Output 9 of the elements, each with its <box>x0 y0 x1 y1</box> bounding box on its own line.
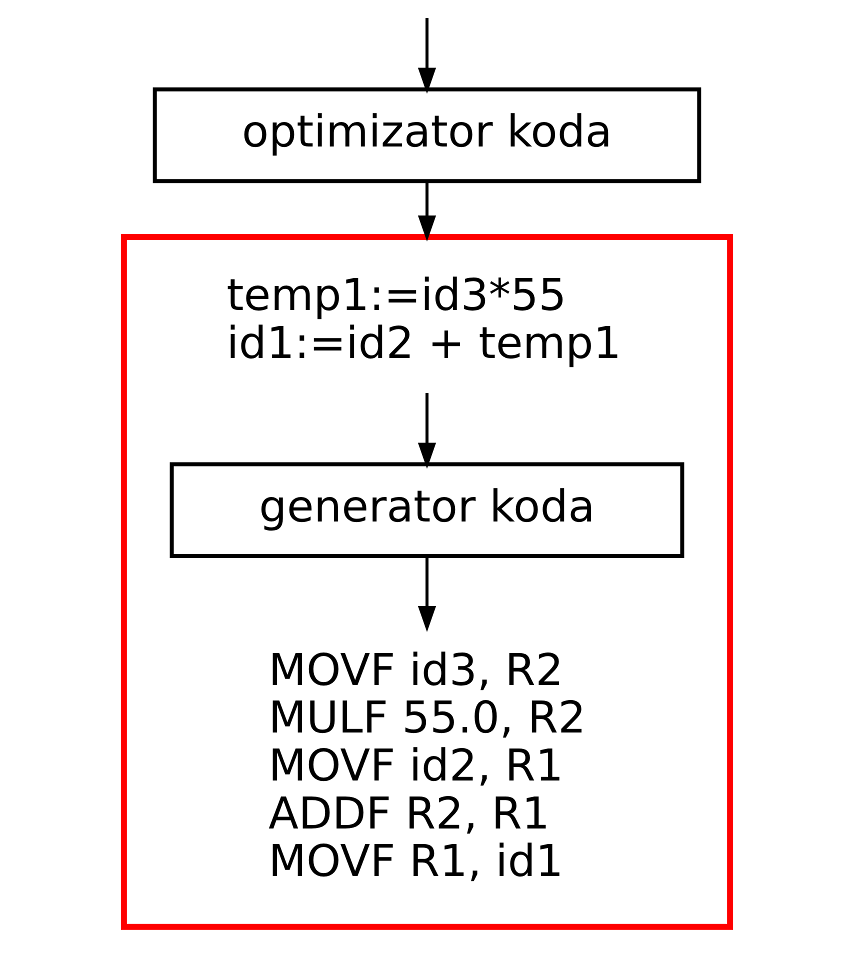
arrow <box>417 182 436 242</box>
cluster <box>120 234 733 930</box>
node-box: optimizator koda <box>152 87 701 184</box>
node-text: MOVF id3, R2 MULF 55.0, R2 MOVF id2, R1 ADDF R2, R1 MOVF R1, id1 <box>268 644 586 888</box>
arrow <box>417 393 436 469</box>
node-text: temp1:=id3*55 id1:=id2 + temp1 <box>226 270 621 369</box>
arrow <box>417 556 436 632</box>
arrow <box>417 18 436 94</box>
node-box: generator koda <box>169 462 684 558</box>
